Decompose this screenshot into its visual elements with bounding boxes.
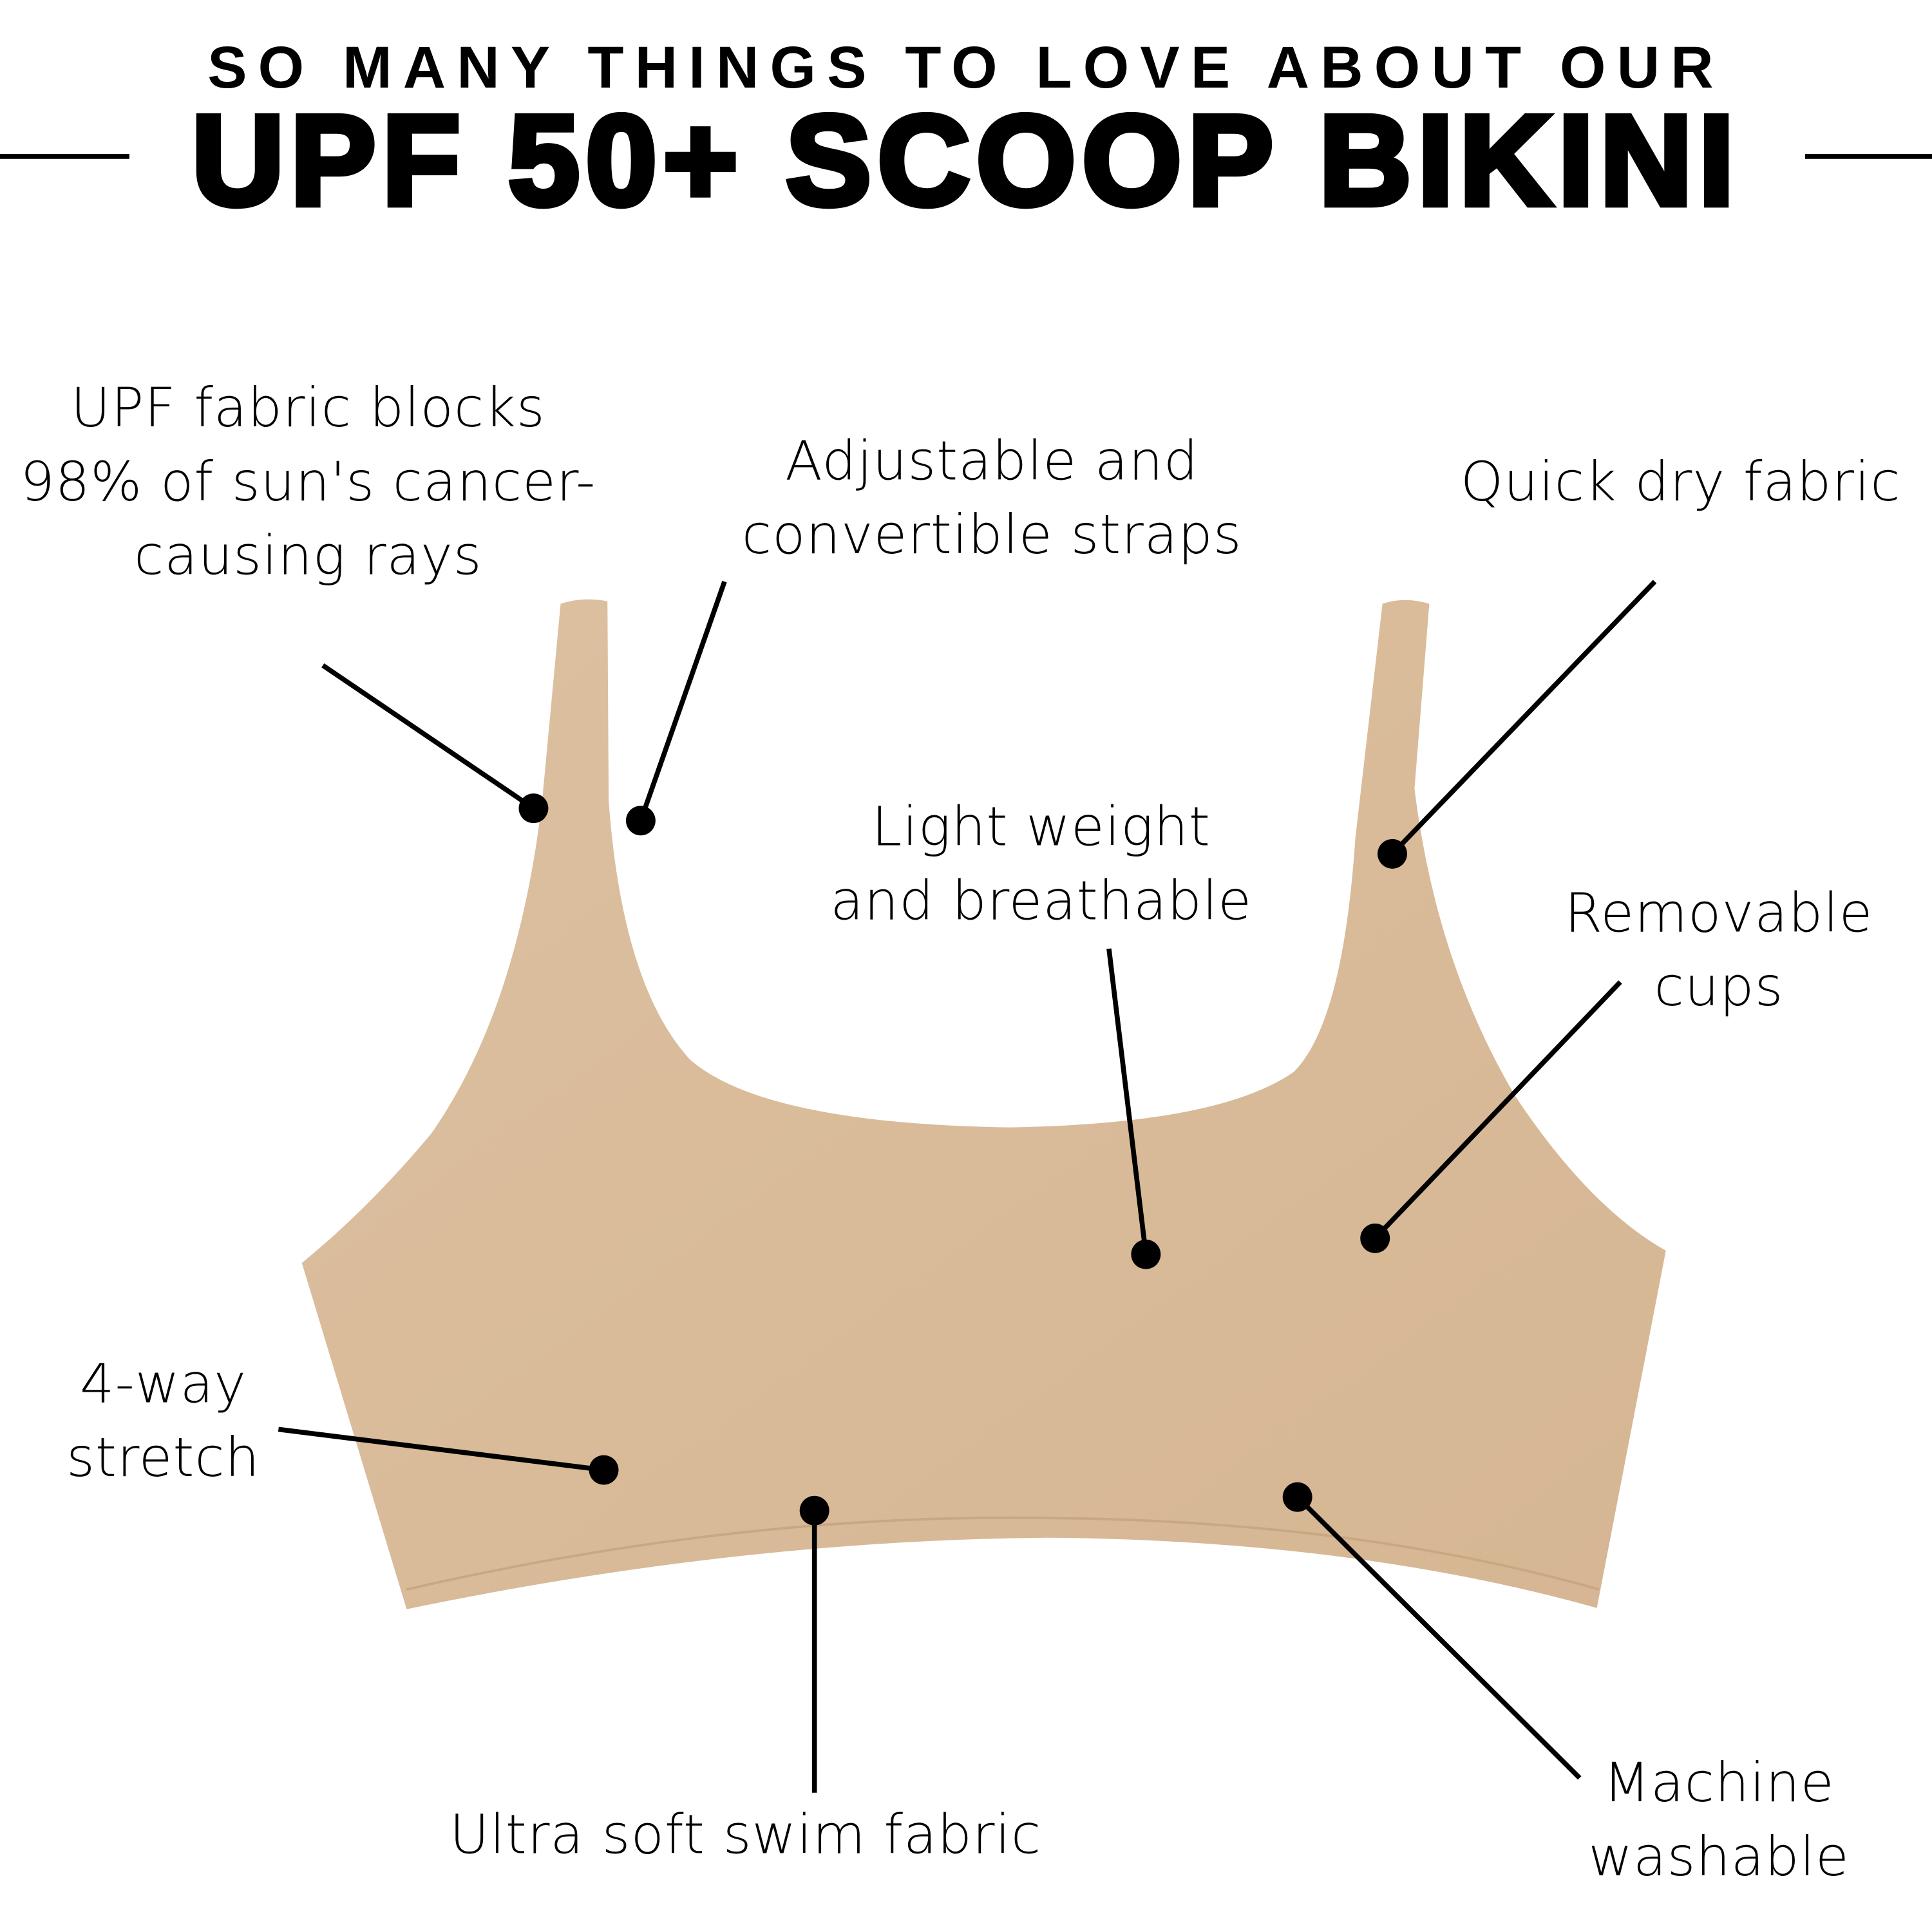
header-subtitle: SO MANY THINGS TO LOVE ABOUT OUR [207,35,1725,101]
callout-lines [278,580,1657,1793]
feature-upf: UPF fabric blocks 98% of sun's cancer- c… [20,377,596,588]
feature-soft-fabric: Ultra soft swim fabric [449,1804,1042,1867]
bikini-top-image [301,599,1666,1609]
feature-light-weight: Light weight and breathable [830,795,1253,933]
feature-machine-washable: Machine washable [1588,1752,1850,1889]
feature-stretch: 4-way stretch [66,1352,260,1490]
header-title: UPF 50+ SCOOP BIKINI [189,87,1741,236]
feature-quick-dry: Quick dry fabric [1460,451,1901,514]
feature-removable-cups: Removable cups [1564,882,1873,1019]
feature-straps: Adjustable and convertible straps [741,430,1242,567]
callout-dots [518,793,1407,1526]
hem-band [406,1516,1600,1591]
